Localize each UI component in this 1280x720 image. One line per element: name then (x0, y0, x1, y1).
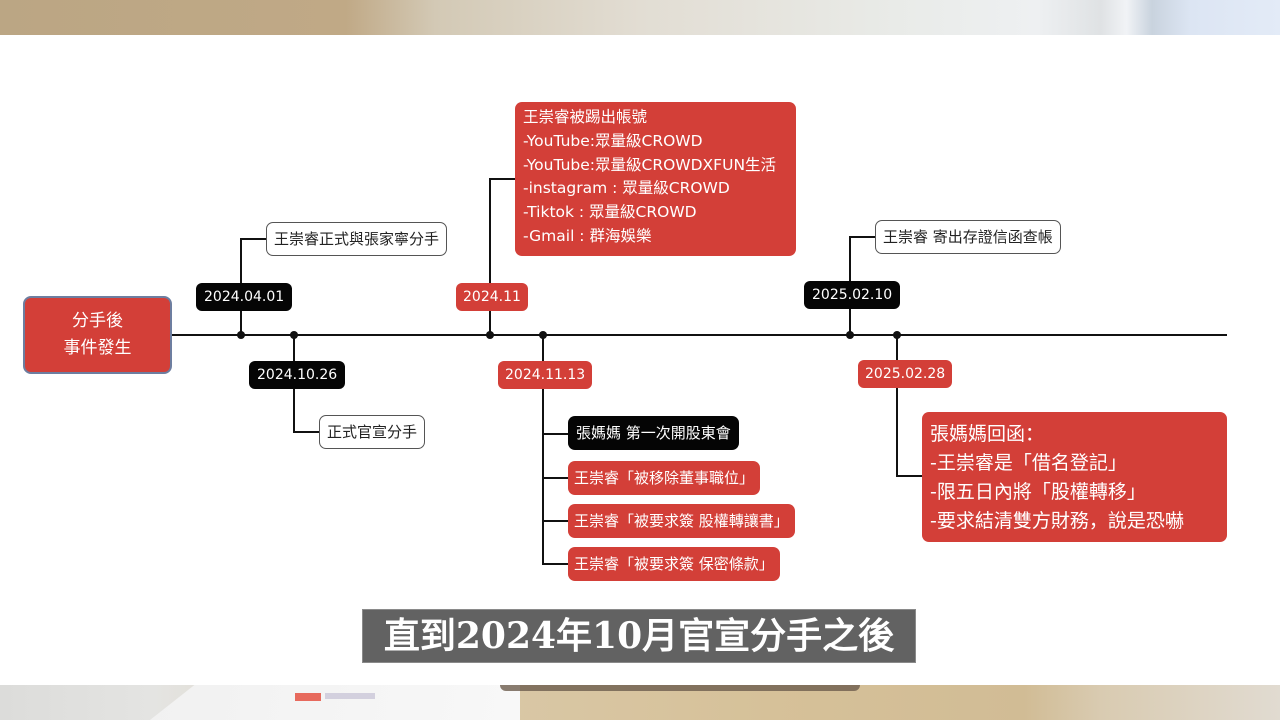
event-note: 正式官宣分手 (319, 415, 426, 449)
background-photo-bottom (0, 685, 1280, 720)
event-row: 王崇睿「被要求簽 保密條款」 (568, 547, 780, 581)
box-line: -限五日內將「股權轉移」 (930, 481, 1146, 503)
connector (240, 238, 267, 240)
connector (293, 431, 320, 433)
account-kicked-box: 王崇睿被踢出帳號 -YouTube:眾量級CROWD -YouTube:眾量級C… (515, 102, 796, 256)
box-line: 王崇睿被踢出帳號 (523, 108, 648, 126)
event-note: 王崇睿 寄出存證信函查帳 (875, 220, 1061, 254)
connector (542, 563, 569, 565)
event-row: 王崇睿「被移除董事職位」 (568, 461, 761, 495)
root-node: 分手後 事件發生 (23, 296, 172, 374)
box-line: -Gmail : 群海娛樂 (523, 226, 652, 245)
date-tag-2024-04-01: 2024.04.01 (196, 283, 293, 311)
video-subtitle: 直到2024年10月官宣分手之後 (362, 609, 916, 663)
document-paper (150, 685, 520, 720)
connector (896, 335, 898, 477)
date-tag-2025-02-28: 2025.02.28 (858, 360, 953, 388)
connector (542, 335, 544, 565)
box-line: -YouTube:眾量級CROWD (523, 131, 703, 150)
connector (542, 520, 569, 522)
connector (542, 433, 569, 435)
date-tag-2024-11: 2024.11 (456, 283, 528, 311)
event-note: 王崇睿正式與張家寧分手 (266, 222, 448, 256)
root-line-2: 事件發生 (63, 338, 132, 358)
event-row: 王崇睿「被要求簽 股權轉讓書」 (568, 504, 795, 538)
connector (489, 178, 516, 180)
date-tag-2024-10-26: 2024.10.26 (249, 361, 346, 389)
paper-text (325, 693, 375, 699)
hand-shadow (500, 685, 860, 691)
box-line: 張媽媽回函： (930, 423, 1045, 445)
connector (849, 236, 876, 238)
box-line: -instagram : 眾量級CROWD (523, 179, 730, 198)
event-dot (846, 331, 854, 339)
box-line: -Tiktok : 眾量級CROWD (523, 203, 697, 222)
connector (489, 178, 491, 334)
event-dot (237, 331, 245, 339)
box-line: -要求結清雙方財務，說是恐嚇 (930, 510, 1184, 532)
root-line-1: 分手後 (72, 311, 123, 331)
box-line: -王崇睿是「借名登記」 (930, 452, 1127, 474)
date-tag-2024-11-13: 2024.11.13 (498, 361, 593, 389)
shareholder-meeting-box: 張媽媽 第一次開股東會 (568, 416, 739, 450)
paper-logo (295, 693, 321, 701)
box-line: -YouTube:眾量級CROWDXFUN生活 (523, 155, 777, 174)
reply-letter-box: 張媽媽回函： -王崇睿是「借名登記」 -限五日內將「股權轉移」 -要求結清雙方財… (922, 412, 1227, 542)
connector (896, 475, 923, 477)
background-photo-top (0, 0, 1280, 35)
event-dot (486, 331, 494, 339)
timeline-axis (172, 334, 1227, 336)
connector (542, 477, 569, 479)
date-tag-2025-02-10: 2025.02.10 (804, 281, 901, 309)
